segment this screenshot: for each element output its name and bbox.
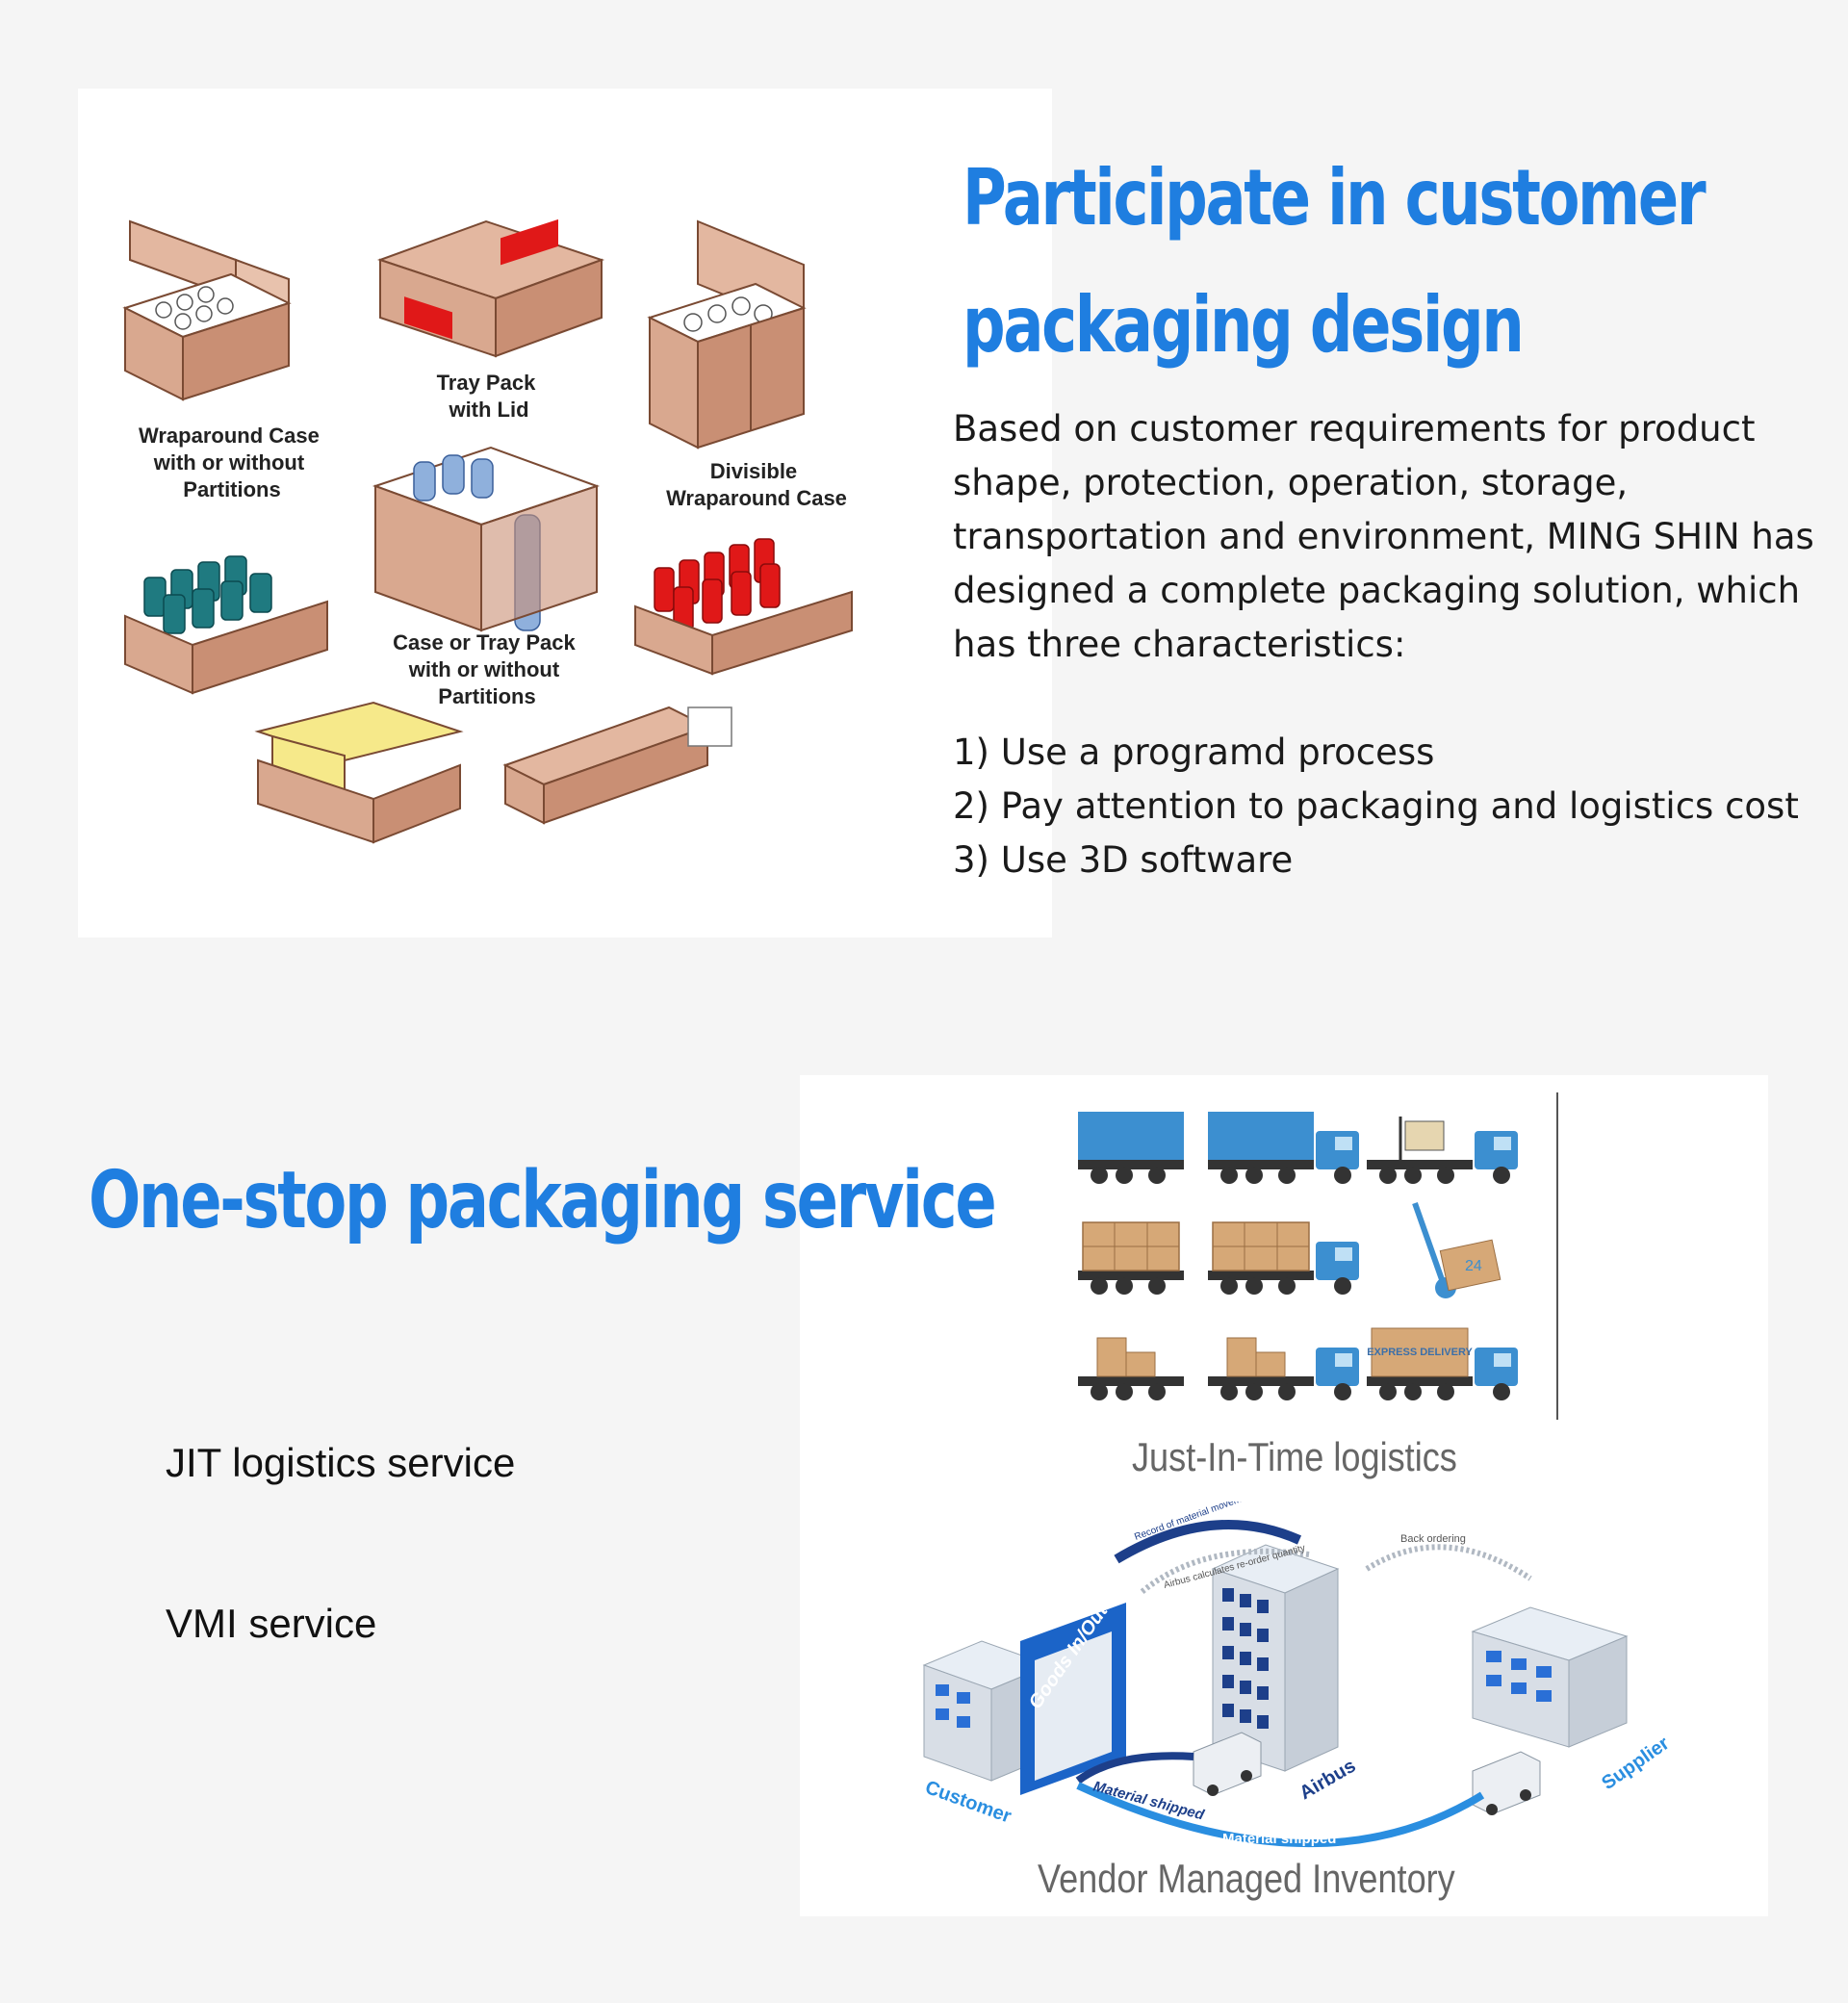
truck-pallets bbox=[1208, 1337, 1359, 1400]
truck-container bbox=[1078, 1112, 1184, 1184]
hand-truck: 24 bbox=[1412, 1202, 1502, 1298]
red-bottles-tray bbox=[634, 538, 853, 676]
packaging-types-illustration: Wraparound Case with or without Partitio… bbox=[122, 218, 853, 844]
backorder-arrow bbox=[1365, 1544, 1532, 1581]
airbus-building bbox=[1211, 1544, 1340, 1772]
vmi-service-item: VMI service bbox=[166, 1601, 377, 1646]
vmi-caption: Vendor Managed Inventory bbox=[1038, 1856, 1455, 1901]
feature-item: 2) Pay attention to packaging and logist… bbox=[953, 785, 1799, 827]
delivery-van bbox=[1193, 1732, 1262, 1796]
delivery-van bbox=[1472, 1751, 1541, 1815]
truck-express: EXPRESS DELIVERY bbox=[1367, 1327, 1518, 1400]
sleeve-box bbox=[502, 706, 732, 825]
jit-service-item: JIT logistics service bbox=[166, 1440, 516, 1485]
design-title: Participate in customer packaging design bbox=[962, 153, 1707, 370]
service-title: One-stop packaging service bbox=[89, 1155, 997, 1246]
feature-list: 1) Use a programd process 2) Pay attenti… bbox=[953, 726, 1819, 887]
truck-container bbox=[1208, 1112, 1359, 1184]
supplier-label: Supplier bbox=[1598, 1733, 1673, 1794]
design-description-block: Based on customer requirements for produ… bbox=[953, 402, 1819, 887]
supplier-shipped-arrow bbox=[1076, 1782, 1485, 1847]
feature-item: 1) Use a programd process bbox=[953, 732, 1435, 773]
bottle-case-box bbox=[372, 446, 601, 632]
wraparound-case-box bbox=[122, 219, 292, 401]
feature-item: 3) Use 3D software bbox=[953, 839, 1294, 881]
customer-label: Customer bbox=[922, 1777, 1014, 1828]
green-bottles-tray bbox=[124, 555, 328, 695]
truck-cartons bbox=[1078, 1221, 1184, 1295]
material-shipped-label-2: Material shipped bbox=[1222, 1831, 1336, 1847]
yellow-case-tray bbox=[254, 701, 464, 844]
express-label: EXPRESS DELIVERY bbox=[1367, 1347, 1473, 1358]
supplier-building bbox=[1471, 1606, 1629, 1748]
goods-gate: Goods In/Out bbox=[1020, 1600, 1126, 1795]
tray-pack-lid-box bbox=[376, 218, 605, 358]
wraparound-label: Wraparound Case with or without Partitio… bbox=[139, 424, 325, 501]
jit-logistics-illustration: 24 EXPRESS DELIVERY bbox=[1078, 1092, 1558, 1420]
airbus-label: Airbus bbox=[1296, 1756, 1360, 1805]
case-tray-label: Case or Tray Pack with or without Partit… bbox=[393, 630, 581, 708]
design-description: Based on customer requirements for produ… bbox=[953, 408, 1814, 665]
divisible-case-box bbox=[647, 219, 807, 449]
truck-forklift bbox=[1367, 1117, 1518, 1184]
jit-caption: Just-In-Time logistics bbox=[1132, 1434, 1457, 1479]
truck-pallets bbox=[1078, 1337, 1184, 1400]
record-arrow bbox=[1114, 1520, 1302, 1564]
divisible-label: Divisible Wraparound Case bbox=[666, 459, 847, 510]
calculate-arrow bbox=[1139, 1548, 1310, 1596]
backorder-label: Back ordering bbox=[1400, 1533, 1466, 1545]
material-shipped-arrow bbox=[1075, 1752, 1194, 1785]
service-panel bbox=[800, 1075, 1768, 1916]
vmi-diagram: Goods In/Out Record of material movement… bbox=[922, 1502, 1674, 1847]
tray-lid-label: Tray Pack with Lid bbox=[437, 371, 542, 422]
24h-label: 24 bbox=[1465, 1258, 1482, 1274]
truck-cartons bbox=[1208, 1221, 1359, 1295]
